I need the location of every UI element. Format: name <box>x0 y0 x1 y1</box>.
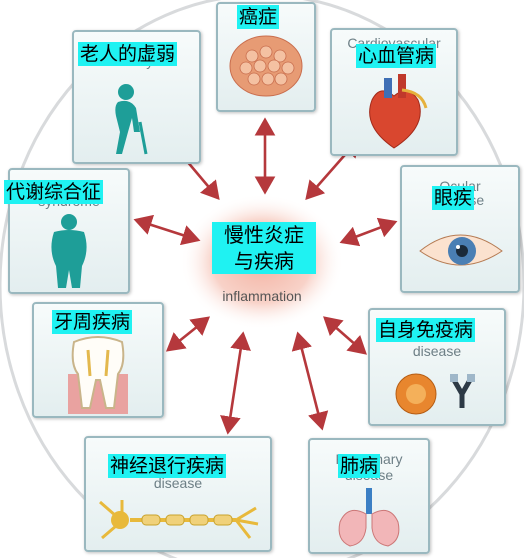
body-figure-icon <box>51 214 87 288</box>
label-cancer: 癌症 <box>237 5 280 29</box>
arrow-eye <box>339 217 398 247</box>
elderly-person-icon <box>115 84 148 155</box>
eye-icon <box>419 234 503 266</box>
box-eye: Ocular disease <box>400 165 520 293</box>
label-autoimmune: 自身免疫病 <box>376 318 476 342</box>
box-cancer <box>216 2 316 112</box>
immune-cell-icon <box>395 373 475 415</box>
arrow-autoimmune <box>323 316 367 355</box>
label-periodontal: 牙周疾病 <box>52 310 133 334</box>
heart-icon <box>369 74 428 149</box>
label-eye: 眼疾 <box>432 186 475 210</box>
center-english: inflammation <box>222 288 302 304</box>
label-neuro: 神经退行疾病 <box>108 454 227 478</box>
arrow-periodontal <box>165 316 211 352</box>
label-aging: 老人的虚弱 <box>78 42 178 66</box>
center-title: 慢性炎症 与疾病 <box>212 222 316 274</box>
box-neuro: disease <box>84 436 272 552</box>
arrow-neuro <box>220 331 251 435</box>
neuron-icon <box>99 500 259 540</box>
label-cardio: 心血管病 <box>356 44 437 68</box>
cells-icon <box>229 35 303 97</box>
neuro-english: disease <box>153 475 203 491</box>
arrow-lung <box>291 331 329 431</box>
arrow-metabolic <box>133 214 201 246</box>
tooth-icon <box>68 336 128 414</box>
lungs-icon <box>338 488 400 547</box>
label-lung: 肺病 <box>338 454 381 478</box>
autoimmune-english: disease <box>412 343 462 359</box>
label-metabolic: 代谢综合征 <box>4 180 104 204</box>
